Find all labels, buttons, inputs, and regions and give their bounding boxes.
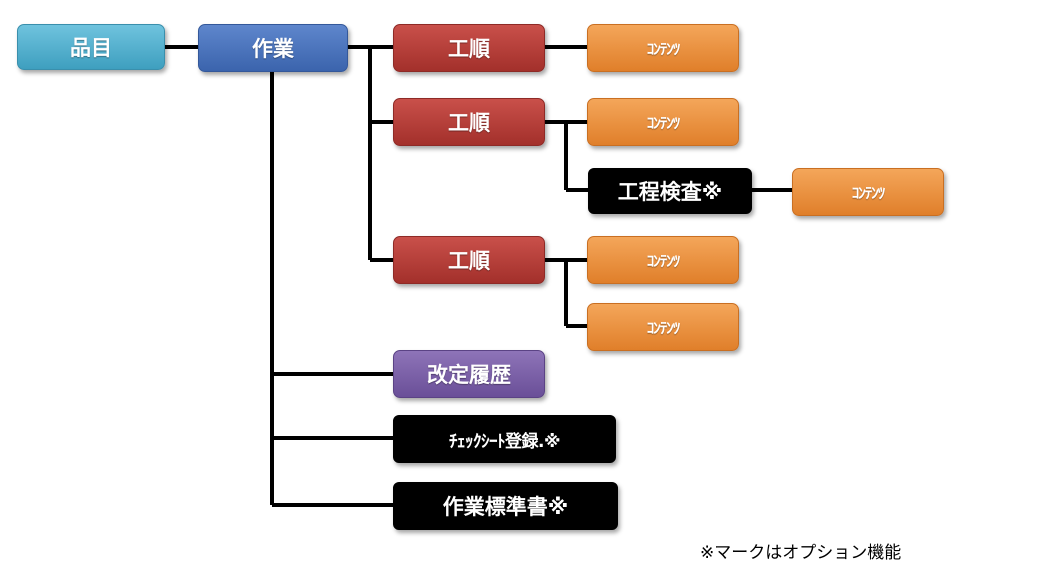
node-content-1: ｺﾝﾃﾝﾂ (587, 24, 739, 72)
node-koutei-kensa: 工程検査※ (588, 168, 752, 214)
node-content-4: ｺﾝﾃﾝﾂ (587, 236, 739, 284)
node-koujun-2: 工順 (393, 98, 545, 146)
option-note: ※マークはオプション機能 (700, 543, 902, 563)
node-koujun-3: 工順 (393, 236, 545, 284)
node-sagyou-hyoujunsho: 作業標準書※ (393, 482, 618, 530)
node-check-sheet: ﾁｪｯｸｼｰﾄ登録.※ (393, 415, 616, 463)
node-content-2: ｺﾝﾃﾝﾂ (587, 98, 739, 146)
node-content-3: ｺﾝﾃﾝﾂ (792, 168, 944, 216)
node-kaitei-rireki: 改定履歴 (393, 350, 545, 398)
node-content-5: ｺﾝﾃﾝﾂ (587, 303, 739, 351)
node-koujun-1: 工順 (393, 24, 545, 72)
node-sagyou: 作業 (198, 24, 348, 72)
node-hinmoku: 品目 (17, 24, 165, 70)
